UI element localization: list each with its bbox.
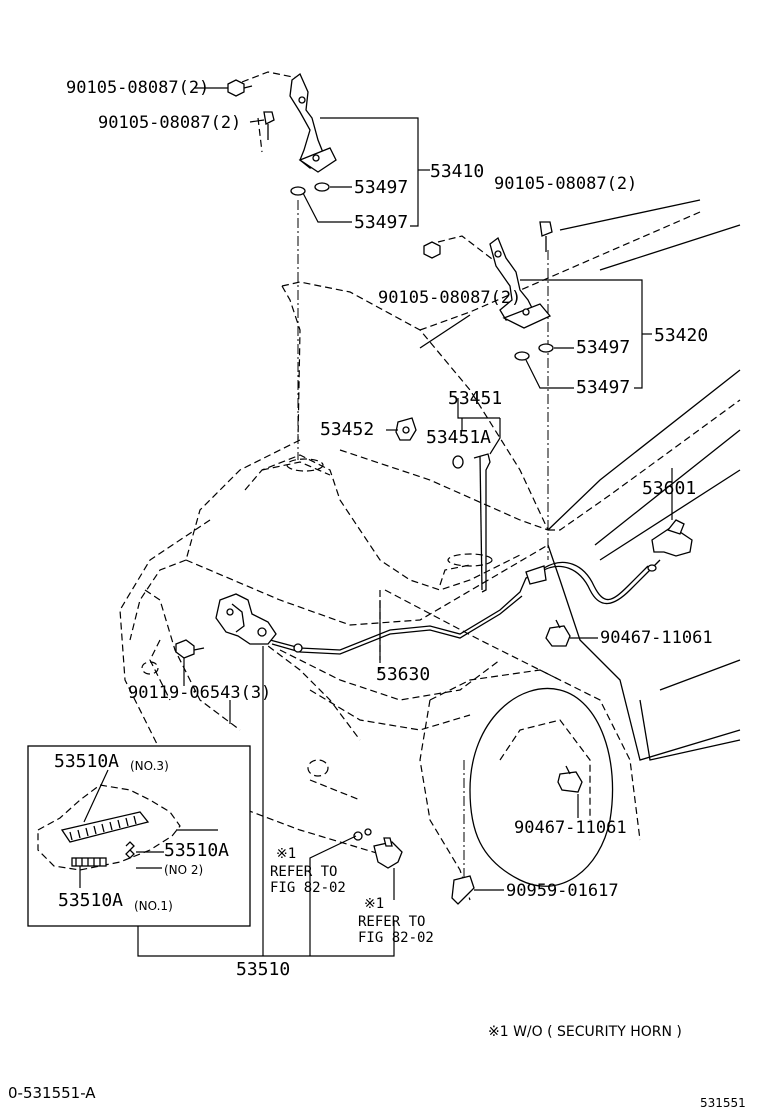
washer-icon [538, 343, 554, 353]
grommet-icon [452, 455, 464, 469]
alignment-lines [241, 71, 549, 880]
cable-clamp-icon [557, 765, 583, 793]
label-spring-no2: 53510A [164, 840, 229, 861]
label-washer: 53497 [354, 177, 408, 198]
label-washer: 53497 [576, 377, 630, 398]
label-support-rod-a: 53451A [426, 427, 491, 448]
label-spring-no3-sub: (NO.3) [130, 759, 169, 773]
refer-note: FIG 82-02 [358, 930, 434, 946]
diagram-id: 0-531551-A [8, 1084, 96, 1102]
washer-icon [290, 186, 306, 196]
label-clamp: 90467-11061 [600, 628, 713, 648]
bolt-icon [423, 241, 441, 259]
label-spring-no3: 53510A [54, 751, 119, 772]
spring-inset-box [27, 745, 251, 927]
part-number-labels: 90105-08087(2) 90105-08087(2) 53410 5349… [8, 78, 746, 1110]
label-lock-assy: 53510 [236, 959, 290, 980]
security-mark: ※1 [276, 846, 296, 862]
bolt-icon [175, 639, 205, 659]
security-switch-icon [373, 837, 403, 869]
label-hinge-rh: 53420 [654, 325, 708, 346]
refer-note: REFER TO [358, 914, 425, 930]
bolt-icon [263, 111, 275, 140]
label-release-lever: 53601 [642, 478, 696, 499]
label-spring-no2-sub: (NO 2) [164, 863, 203, 877]
label-spring-no1-sub: (NO.1) [134, 899, 173, 913]
label-switch-clip: 90959-01617 [506, 881, 619, 901]
hood-hinge-lh [289, 72, 337, 173]
holder-clip-icon [395, 417, 417, 441]
washer-icon [314, 182, 330, 192]
label-washer: 53497 [576, 337, 630, 358]
footnote: ※1 W/O ( SECURITY HORN ) [488, 1024, 682, 1040]
label-bolt-hinge: 90105-08087(2) [98, 113, 241, 133]
switch-clip-icon [451, 875, 475, 905]
label-support-holder: 53452 [320, 419, 374, 440]
label-bolt-hinge: 90105-08087(2) [66, 78, 209, 98]
hood-support-rod [473, 453, 491, 593]
security-mark: ※1 [364, 896, 384, 912]
washer-icon [514, 351, 530, 361]
bolt-icon [539, 221, 553, 252]
label-hinge-lh: 53410 [430, 161, 484, 182]
label-bolt-hinge: 90105-08087(2) [494, 174, 637, 194]
label-bolt-lock: 90119-06543(3) [128, 683, 271, 703]
corner-code: 531551 [700, 1096, 746, 1110]
label-clamp: 90467-11061 [514, 818, 627, 838]
hood-lock-icon [215, 593, 277, 645]
release-cable [269, 561, 651, 655]
cable-clamp-icon [545, 619, 571, 647]
refer-note: FIG 82-02 [270, 880, 346, 896]
label-cable: 53630 [376, 664, 430, 685]
small-nut-icon [353, 828, 372, 841]
label-spring-no1: 53510A [58, 890, 123, 911]
leader-lines [137, 87, 673, 957]
refer-note: REFER TO [270, 864, 337, 880]
release-lever-icon [647, 519, 693, 572]
label-support-rod: 53451 [448, 388, 502, 409]
bolt-icon [227, 79, 253, 97]
hood-hinge-rh [489, 236, 552, 329]
label-bolt-hinge: 90105-08087(2) [378, 288, 521, 308]
label-washer: 53497 [354, 212, 408, 233]
